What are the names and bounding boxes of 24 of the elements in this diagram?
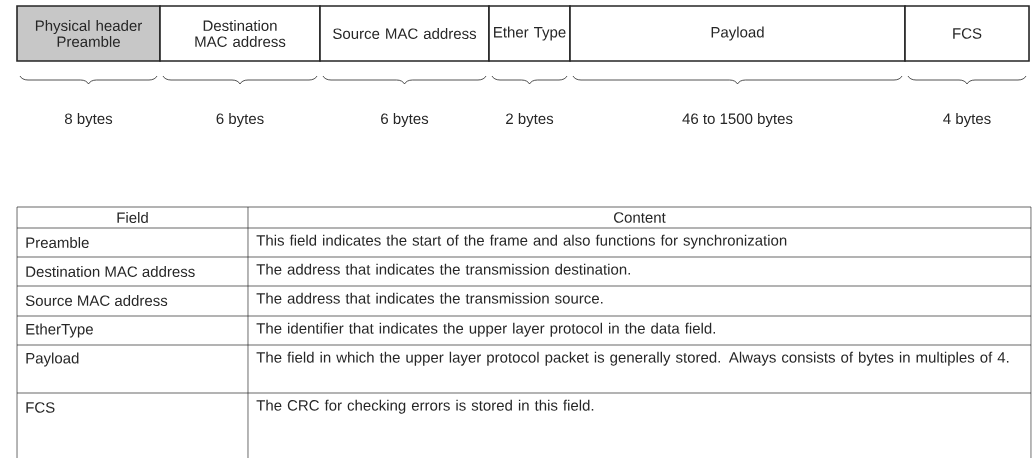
table-cell: Source MAC address xyxy=(25,295,168,306)
table-cell: Preamble xyxy=(26,237,89,248)
byte-size-label: 8 bytes xyxy=(65,113,113,127)
byte-size-label: 2 bytes xyxy=(506,113,554,127)
table-header: Content xyxy=(614,212,666,223)
frame-field-box: Physical header Preamble xyxy=(16,5,161,62)
byte-size-label: 6 bytes xyxy=(381,113,429,127)
table-cell: FCS xyxy=(26,402,55,413)
byte-size-label: 6 bytes xyxy=(216,113,264,127)
table-cell: This field indicates the start of the frame and also functions for synchronization xyxy=(256,234,787,249)
table-cell: The CRC for checking errors is stored in this field. xyxy=(256,399,594,414)
table-cell: EtherType xyxy=(26,323,93,338)
table-cell: The address that indicates the transmission source. xyxy=(256,292,603,304)
table-cell: The identifier that indicates the upper layer protocol in the data field. xyxy=(256,322,715,337)
table-cell: The address that indicates the transmission destination. xyxy=(256,263,630,275)
frame-field-box: Destination MAC address xyxy=(159,5,321,62)
table-cell: Payload xyxy=(26,352,79,367)
table-cell: Destination MAC address xyxy=(26,266,195,277)
byte-size-label: 4 bytes xyxy=(943,113,991,127)
table-header: Field xyxy=(117,212,148,223)
frame-field-box: FCS xyxy=(904,5,1030,62)
table-cell: The field in which the upper layer protocol packet is generally stored. Always consists of bytes in multiples of 4. xyxy=(256,351,1009,366)
byte-size-label: 46 to 1500 bytes xyxy=(682,113,793,127)
frame-field-box: Ether Type xyxy=(488,5,571,62)
